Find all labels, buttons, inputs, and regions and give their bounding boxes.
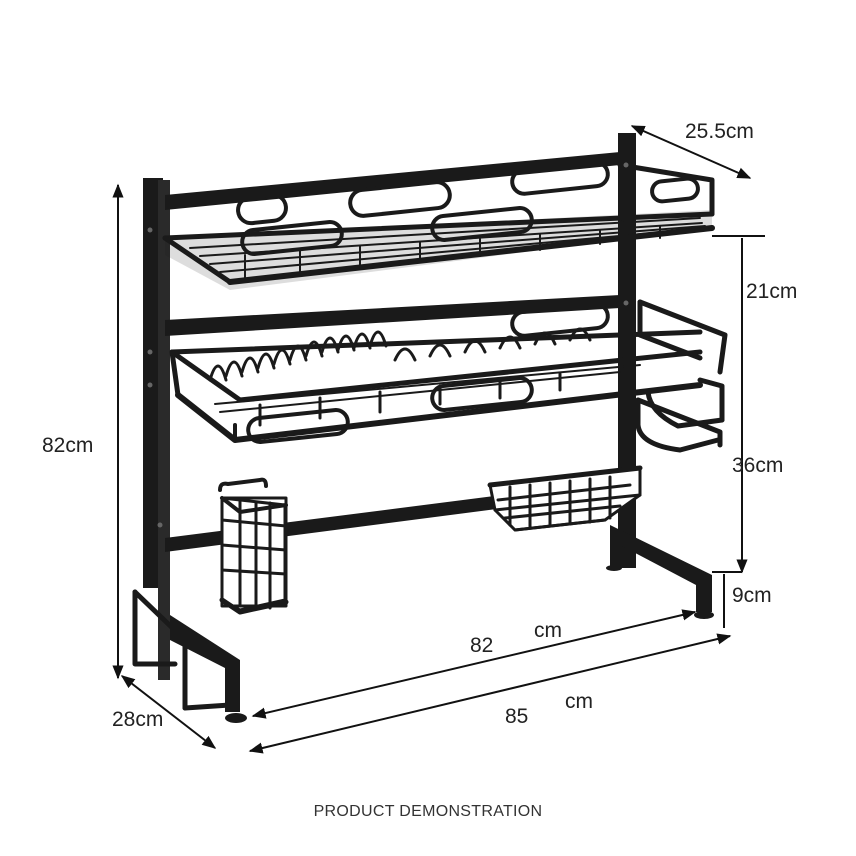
foot-height-label: 9cm	[732, 584, 772, 607]
middle-gap-label: 36cm	[732, 454, 783, 477]
dimension-lines	[112, 125, 765, 754]
top-gap-label: 21cm	[746, 280, 797, 303]
middle-shelf	[165, 295, 703, 444]
dish-rack-wires	[208, 327, 641, 427]
hanging-basket	[487, 465, 643, 532]
middle-shelf-loops	[246, 302, 610, 444]
inner-width-unit: cm	[534, 619, 562, 642]
depth-base-label: 28cm	[112, 708, 163, 731]
right-base-foot	[606, 525, 714, 619]
depth-base-line	[120, 675, 217, 749]
right-back-post	[618, 133, 636, 568]
inner-width-value: 82	[470, 634, 493, 657]
left-front-post	[143, 178, 170, 680]
depth-top-label: 25.5cm	[685, 120, 754, 143]
dish-rack-illustration	[132, 133, 728, 723]
post-screws	[147, 162, 629, 528]
outer-width-unit: cm	[565, 690, 593, 713]
total-height-label: 82cm	[42, 434, 93, 457]
outer-width-value: 85	[505, 705, 528, 728]
depth-top-line	[630, 125, 752, 179]
dimension-labels: 25.5cm 21cm 82cm 36cm 9cm 28cm 82 cm 85 …	[42, 120, 797, 731]
inner-width-line	[251, 609, 697, 719]
outer-width-line	[248, 633, 732, 754]
top-shelf-loops	[236, 160, 700, 256]
left-base-foot	[132, 589, 247, 723]
caption: PRODUCT DEMONSTRATION	[313, 803, 543, 820]
utensil-holder	[218, 477, 289, 615]
side-hanger	[635, 299, 728, 453]
